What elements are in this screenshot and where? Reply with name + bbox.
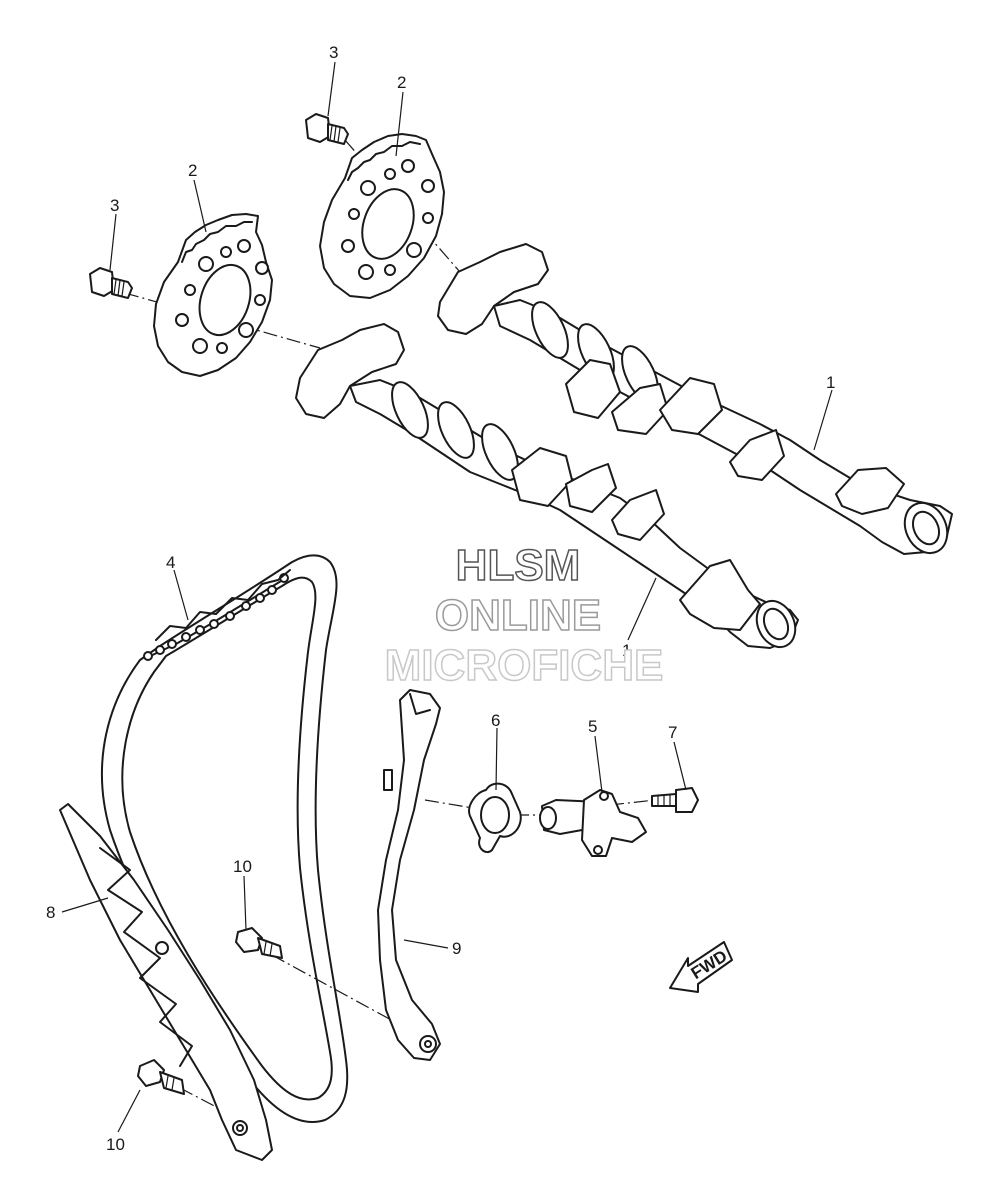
watermark-line-1: HLSM — [456, 541, 581, 590]
callout-numbers: 3 2 3 2 1 1 4 6 5 7 8 9 10 10 — [46, 43, 835, 1154]
callout-3-left: 3 — [110, 196, 119, 215]
callout-2-left: 2 — [188, 161, 197, 180]
cam-sprocket-left — [153, 213, 273, 377]
watermark-line-3: MICROFICHE — [385, 641, 664, 690]
callout-6: 6 — [491, 711, 500, 730]
guide-bolt-lower — [137, 1059, 185, 1095]
watermark: HLSM ONLINE MICROFICHE — [384, 540, 664, 691]
tensioner-bolt — [651, 787, 699, 813]
callout-1-rear: 1 — [826, 373, 835, 392]
callout-10-upper: 10 — [233, 857, 252, 876]
sprocket-bolt-right — [305, 113, 349, 145]
leader-lines — [61, 61, 833, 1133]
guide-bolt-upper — [235, 927, 283, 959]
camshaft-rear — [437, 243, 953, 555]
callout-5: 5 — [588, 717, 597, 736]
chain-guide-left — [59, 803, 273, 1161]
callout-8: 8 — [46, 903, 55, 922]
camshaft-front — [295, 323, 799, 649]
callout-9: 9 — [452, 939, 461, 958]
sprocket-bolt-left — [89, 267, 133, 299]
watermark-line-2: ONLINE — [435, 591, 601, 640]
chain-guide-right — [377, 689, 441, 1061]
callout-2-right: 2 — [397, 73, 406, 92]
tensioner-gasket — [468, 782, 522, 854]
callout-3-right: 3 — [329, 43, 338, 62]
callout-1-front: 1 — [622, 641, 631, 660]
callout-10-lower: 10 — [106, 1135, 125, 1154]
forward-direction-arrow: FWD — [669, 941, 733, 993]
callout-4: 4 — [166, 553, 175, 572]
callout-7: 7 — [668, 723, 677, 742]
cam-sprocket-right — [319, 133, 445, 299]
chain-tensioner — [539, 789, 647, 857]
